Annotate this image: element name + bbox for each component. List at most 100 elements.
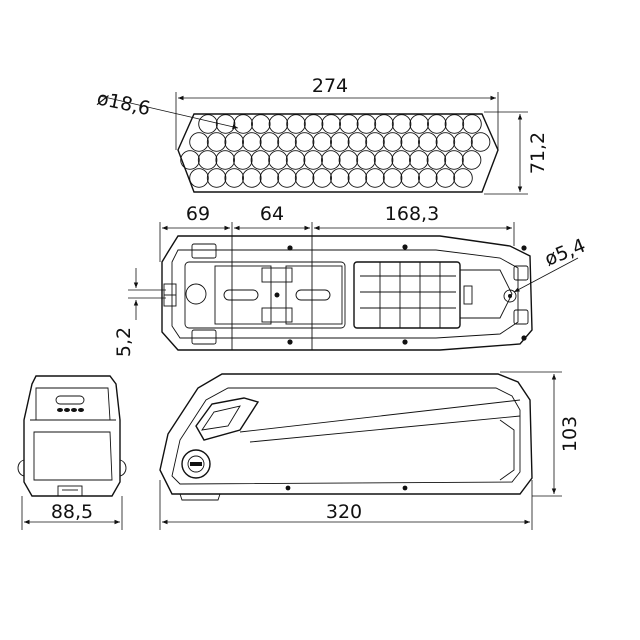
battery-cell — [382, 168, 403, 188]
battery-cell — [374, 114, 394, 134]
cell-pack-view — [177, 113, 499, 193]
battery-cell — [418, 168, 438, 188]
battery-cell — [391, 114, 412, 134]
battery-cell — [303, 114, 324, 134]
indicator-led — [71, 408, 77, 412]
label-total-height: 103 — [559, 416, 581, 452]
battery-cell — [215, 150, 235, 170]
battery-cell — [215, 114, 236, 134]
battery-cell — [189, 168, 209, 188]
battery-cell — [277, 132, 297, 152]
dim-hole-diameter: ø5,4 — [513, 235, 589, 293]
label-seg-b: 64 — [260, 203, 284, 225]
side-view — [159, 373, 533, 501]
battery-cell — [347, 168, 368, 188]
battery-cell — [426, 150, 447, 170]
slot-left — [223, 289, 259, 301]
battery-cell — [400, 168, 420, 188]
battery-cell — [365, 168, 385, 188]
front-outline — [23, 375, 121, 497]
slot-right — [295, 289, 331, 301]
battery-cell — [312, 132, 332, 152]
battery-cell — [435, 168, 456, 188]
indicator-leds — [57, 408, 84, 412]
dim-pack-height: 71,2 — [484, 111, 549, 195]
mount-hole — [503, 289, 517, 303]
battery-cell — [435, 132, 456, 152]
battery-cell — [382, 132, 403, 152]
battery-cell — [321, 150, 341, 170]
label-seg-c: 168,3 — [385, 203, 439, 225]
battery-cell — [373, 150, 394, 170]
battery-cell — [268, 114, 289, 134]
dim-front-width: 88,5 — [21, 496, 123, 530]
label-pack-length: 274 — [312, 75, 348, 97]
battery-cell — [462, 114, 482, 134]
key-lock — [181, 449, 211, 479]
battery-cell — [198, 114, 218, 134]
battery-cell — [259, 168, 280, 188]
rail-outline — [161, 235, 533, 351]
battery-cell — [233, 114, 253, 134]
indicator-led — [57, 408, 63, 412]
battery-cell — [339, 114, 359, 134]
battery-cell — [453, 168, 473, 188]
battery-cell — [242, 168, 262, 188]
label-total-length: 320 — [326, 501, 362, 523]
battery-cell — [365, 132, 385, 152]
cell-grid — [180, 114, 491, 188]
battery-cell — [321, 114, 341, 134]
battery-cell — [233, 150, 253, 170]
rail-view — [161, 235, 533, 351]
battery-cell — [189, 132, 209, 152]
battery-cell — [391, 150, 411, 170]
dim-rail-segments: 69 64 168,3 — [159, 203, 515, 262]
battery-cell — [251, 114, 271, 134]
battery-cell — [338, 150, 359, 170]
battery-cell — [277, 168, 297, 188]
battery-cell — [180, 150, 200, 170]
dim-rail-width: 5,2 — [113, 268, 166, 357]
battery-cell — [356, 114, 377, 134]
battery-cell — [286, 114, 306, 134]
battery-cell — [330, 132, 350, 152]
battery-cell — [400, 132, 420, 152]
battery-cell — [224, 132, 244, 152]
label-front-width: 88,5 — [51, 501, 93, 523]
label-rail-width: 5,2 — [113, 327, 135, 357]
battery-cell — [197, 150, 218, 170]
battery-cell — [285, 150, 306, 170]
battery-cell — [312, 168, 332, 188]
front-view — [17, 375, 127, 497]
battery-cell — [242, 132, 262, 152]
battery-cell — [347, 132, 368, 152]
side-outline — [159, 373, 533, 495]
label-seg-a: 69 — [186, 203, 210, 225]
battery-cell — [461, 150, 482, 170]
battery-cell — [409, 114, 429, 134]
battery-cell — [268, 150, 288, 170]
battery-cell — [418, 132, 438, 152]
battery-cell — [206, 168, 227, 188]
battery-cell — [470, 132, 491, 152]
battery-cell — [224, 168, 244, 188]
indicator-led — [64, 408, 70, 412]
battery-cell — [444, 150, 464, 170]
battery-cell — [453, 132, 473, 152]
carry-handle — [195, 397, 260, 441]
battery-cell — [303, 150, 323, 170]
battery-cell — [259, 132, 280, 152]
battery-cell — [444, 114, 465, 134]
battery-cell — [356, 150, 376, 170]
indicator-led — [78, 408, 84, 412]
dim-pack-length: 274 — [175, 75, 499, 150]
battery-cell — [427, 114, 447, 134]
battery-cell — [294, 132, 315, 152]
label-pack-height: 71,2 — [527, 132, 549, 174]
battery-cell — [409, 150, 429, 170]
dim-total-length: 320 — [159, 480, 533, 530]
battery-cell — [330, 168, 350, 188]
battery-cell — [206, 132, 227, 152]
battery-cell — [294, 168, 315, 188]
